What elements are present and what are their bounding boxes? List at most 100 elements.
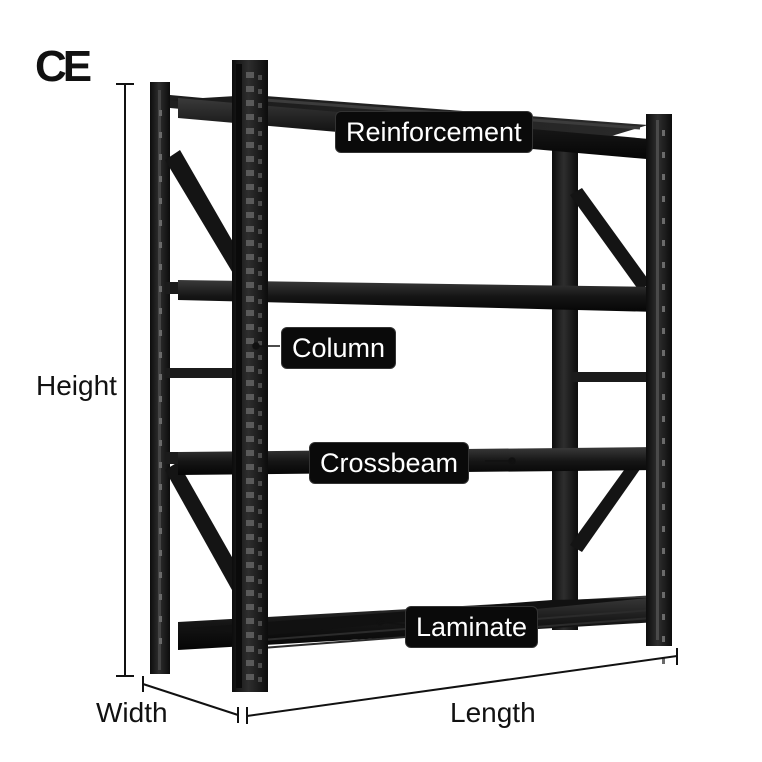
perforation <box>662 438 665 444</box>
perforation <box>662 592 665 598</box>
perforation <box>246 240 254 246</box>
perforation <box>258 663 262 668</box>
height-dimension-line <box>116 83 134 677</box>
perforation <box>662 416 665 422</box>
width-label: Width <box>96 697 168 728</box>
reinforcement-label: Reinforcement <box>335 111 533 153</box>
perforation <box>662 174 665 180</box>
perforation <box>258 355 262 360</box>
right-side-bars <box>572 372 650 382</box>
perforation <box>258 439 262 444</box>
laminate-label: Laminate <box>405 606 539 648</box>
perforation <box>246 184 254 190</box>
perforation <box>258 173 262 178</box>
perforation <box>258 537 262 542</box>
perforation <box>246 674 254 680</box>
perforation <box>258 117 262 122</box>
perforation <box>258 313 262 318</box>
perforation <box>159 506 162 512</box>
perforation <box>662 306 665 312</box>
column-label: Column <box>281 327 397 369</box>
perforation <box>159 154 162 160</box>
perforation <box>246 254 254 260</box>
perforation <box>246 198 254 204</box>
perforation <box>246 282 254 288</box>
perforation <box>258 369 262 374</box>
perforation <box>258 621 262 626</box>
perforation <box>662 328 665 334</box>
left-side-bars <box>165 282 240 464</box>
perforation <box>246 478 254 484</box>
perforation <box>246 380 254 386</box>
perforation <box>159 528 162 534</box>
perforation <box>258 467 262 472</box>
perforation <box>246 366 254 372</box>
length-dimension-line <box>246 648 678 724</box>
perforation <box>159 616 162 622</box>
perforation <box>246 226 254 232</box>
perforation <box>662 284 665 290</box>
perforation <box>258 341 262 346</box>
perforation <box>662 614 665 620</box>
perforation <box>662 152 665 158</box>
perforation <box>662 262 665 268</box>
perforation <box>159 462 162 468</box>
perforation <box>662 130 665 136</box>
perforation <box>246 450 254 456</box>
perforation <box>159 550 162 556</box>
perforation <box>246 534 254 540</box>
perforation <box>159 638 162 644</box>
perforation <box>258 257 262 262</box>
perforation <box>246 576 254 582</box>
perforation <box>246 422 254 428</box>
perforation <box>159 440 162 446</box>
perforation <box>246 394 254 400</box>
perforation <box>246 156 254 162</box>
front-left-column <box>232 60 268 692</box>
perforation <box>246 506 254 512</box>
crossbeam-label: Crossbeam <box>309 442 470 484</box>
perforation <box>258 201 262 206</box>
perforation <box>246 408 254 414</box>
perforation <box>246 268 254 274</box>
perforation <box>258 89 262 94</box>
perforation <box>258 579 262 584</box>
ce-mark: CE <box>35 42 92 91</box>
perforation <box>159 374 162 380</box>
perforation <box>258 481 262 486</box>
perforation <box>246 590 254 596</box>
perforation <box>246 72 254 78</box>
perforation <box>662 240 665 246</box>
perforation <box>159 220 162 226</box>
perforation <box>258 243 262 248</box>
perforation <box>159 418 162 424</box>
perforation <box>662 482 665 488</box>
perforation <box>159 176 162 182</box>
perforation <box>159 198 162 204</box>
perforation <box>662 504 665 510</box>
perforation <box>662 658 665 664</box>
perforation <box>258 509 262 514</box>
perforation <box>258 649 262 654</box>
perforation <box>159 242 162 248</box>
front-right-column <box>646 114 672 646</box>
perforation <box>159 264 162 270</box>
perforation <box>258 285 262 290</box>
perforation <box>246 100 254 106</box>
perforation <box>159 330 162 336</box>
perforation <box>159 132 162 138</box>
perforation <box>258 425 262 430</box>
perforation <box>246 310 254 316</box>
perforation <box>258 229 262 234</box>
column-perforations <box>246 72 262 682</box>
width-dimension-line <box>142 676 239 723</box>
perforation <box>258 383 262 388</box>
perforation <box>246 114 254 120</box>
perforation <box>258 397 262 402</box>
perforation <box>258 565 262 570</box>
left-diagonal-braces <box>165 150 252 590</box>
perforation <box>258 75 262 80</box>
right-diagonal-braces <box>570 188 650 552</box>
perforation <box>246 646 254 652</box>
